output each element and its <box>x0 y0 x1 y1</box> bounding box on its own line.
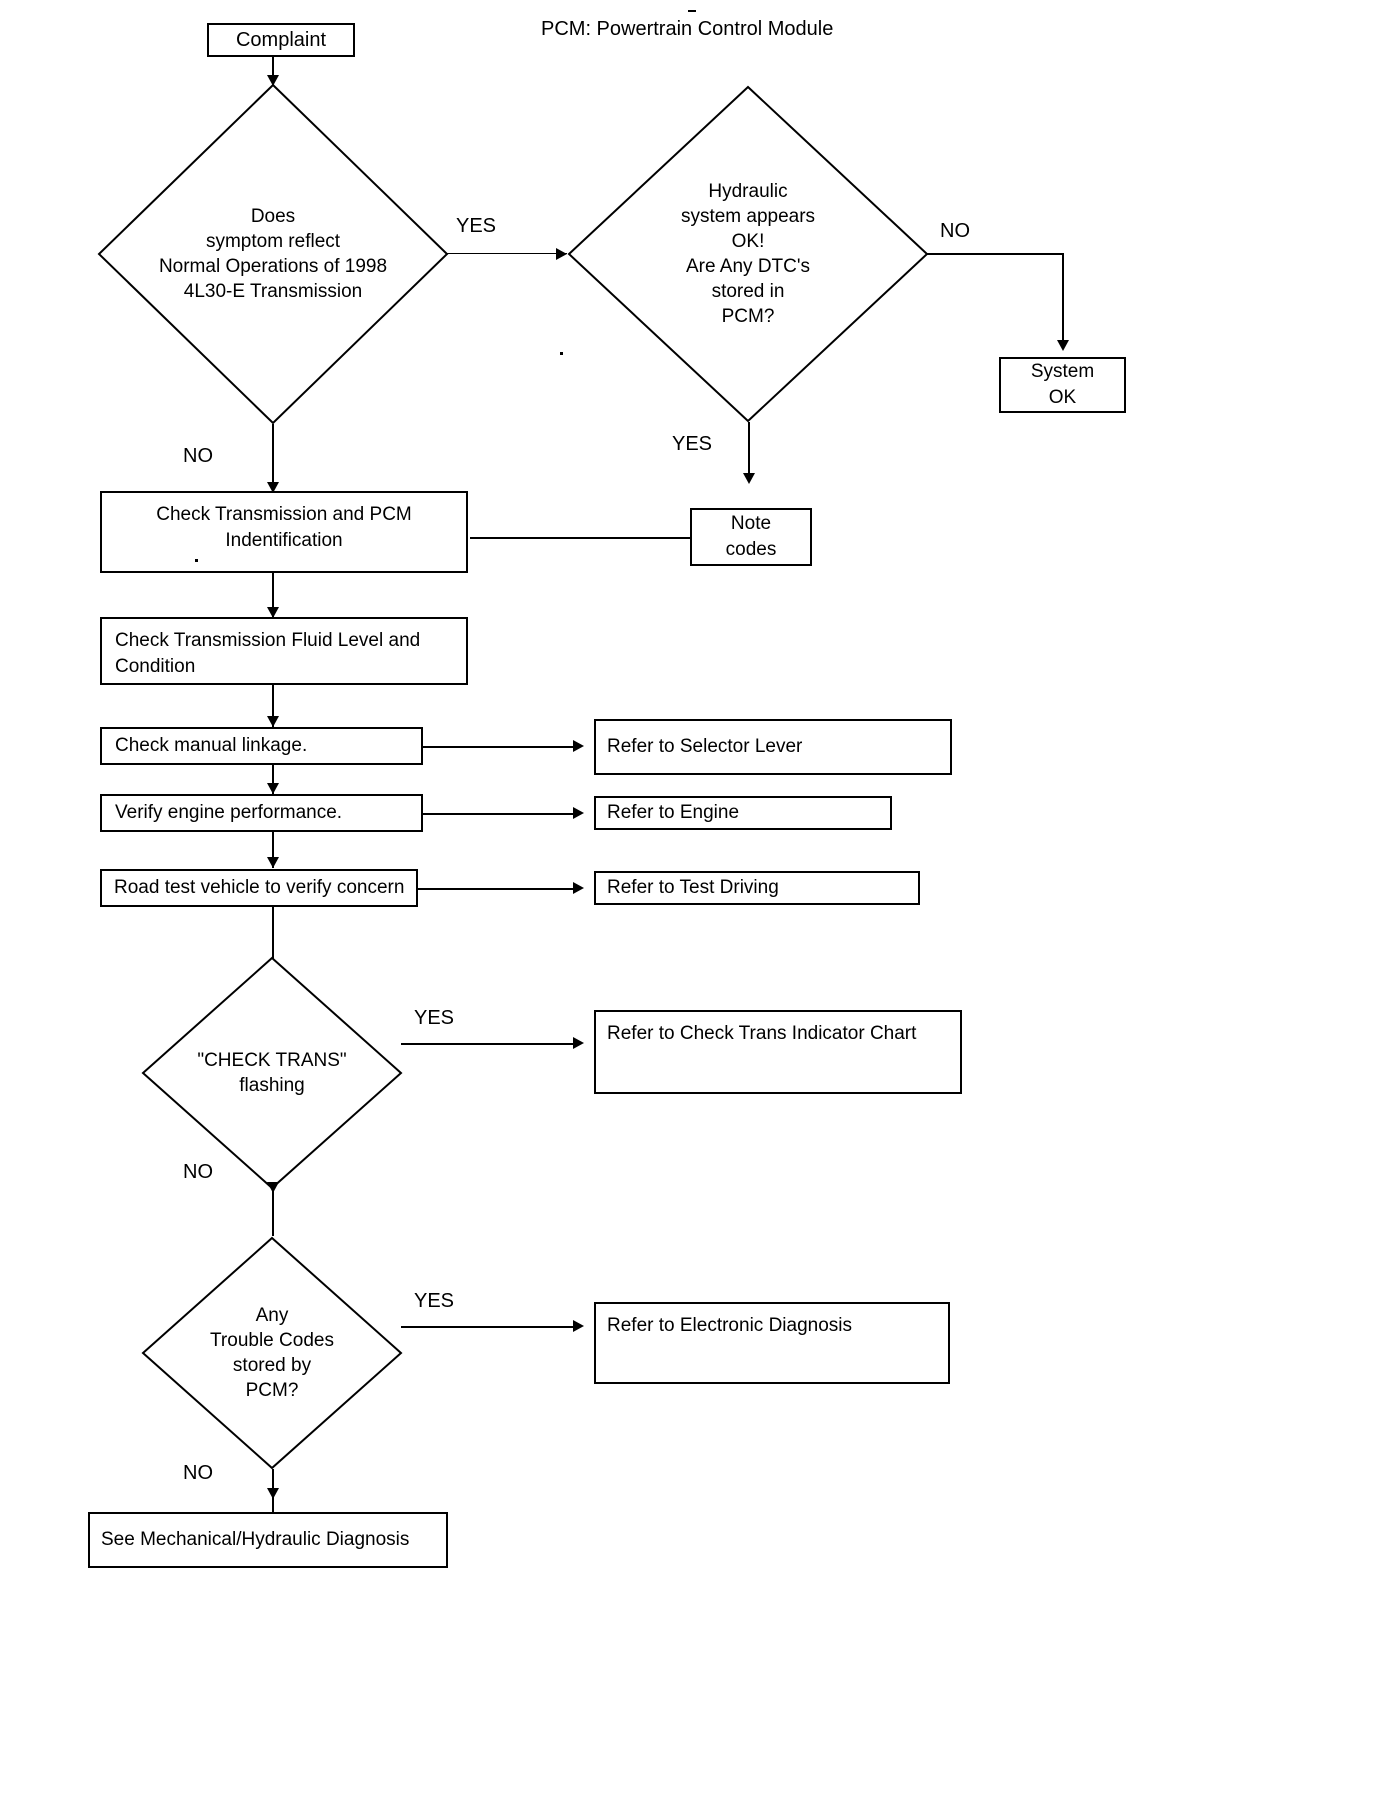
edge-label-no-1: NO <box>183 445 213 467</box>
node-note-codes[interactable]: Note codes <box>690 508 812 566</box>
arrowhead-down-fluid <box>267 607 279 618</box>
node-road-test-vehicle[interactable]: Road test vehicle to verify concern <box>100 869 418 907</box>
node-decision-normal-operations[interactable]: Does symptom reflect Normal Operations o… <box>97 83 449 425</box>
arrowhead-right-electronic-diagnosis <box>573 1320 584 1332</box>
node-verify-engine-performance[interactable]: Verify engine performance. <box>100 794 423 832</box>
connector-decision1-yes <box>447 253 567 254</box>
connector-trouble-codes-yes <box>401 1326 579 1328</box>
diamond-shape-decision2 <box>567 85 929 423</box>
arrowhead-down-note-codes <box>743 473 755 484</box>
arrowhead-down-decision1-no <box>267 482 279 493</box>
node-decision-check-trans-flashing-label: "CHECK TRANS" flashing <box>197 1049 347 1096</box>
arrowhead-down-verify-engine <box>267 783 279 794</box>
arrowhead-down-mech-hyd-diag <box>267 1488 279 1499</box>
diamond-shape-decision4 <box>141 1236 403 1470</box>
node-decision-normal-operations-label: Does symptom reflect Normal Operations o… <box>158 205 388 303</box>
node-refer-engine[interactable]: Refer to Engine <box>594 796 892 830</box>
connector-check-id-to-fluid <box>272 573 274 618</box>
arrowhead-right-selector-lever <box>573 740 584 752</box>
connector-engine-to-refer-engine <box>423 813 579 815</box>
node-check-fluid-level[interactable]: Check Transmission Fluid Level and Condi… <box>100 617 468 685</box>
connector-linkage-to-engine <box>272 765 274 794</box>
diamond-shape-decision1 <box>97 83 449 425</box>
connector-decision2-yes <box>748 422 750 482</box>
connector-engine-to-roadtest <box>272 832 274 868</box>
connector-roadtest-to-test-driving <box>418 888 580 890</box>
scan-speck-2 <box>560 352 563 355</box>
connector-complaint-to-decision1 <box>272 57 274 81</box>
connector-decision1-no <box>272 424 274 492</box>
edge-label-no-2: NO <box>940 220 970 242</box>
arrowhead-down-complaint <box>267 75 279 86</box>
arrowhead-right-test-driving <box>573 882 584 894</box>
edge-label-no-3: NO <box>183 1161 213 1183</box>
node-see-mechanical-hydraulic-diagnosis[interactable]: See Mechanical/Hydraulic Diagnosis <box>88 1512 448 1568</box>
edge-label-yes-2: YES <box>672 433 713 455</box>
connector-check-trans-yes <box>401 1043 579 1045</box>
node-decision-trouble-codes[interactable]: Any Trouble Codes stored by PCM? <box>141 1236 403 1470</box>
node-complaint[interactable]: Complaint <box>207 23 355 57</box>
edge-label-yes-4: YES <box>414 1290 455 1312</box>
legend-pcm-abbreviation: PCM: Powertrain Control Module <box>541 18 834 40</box>
arrowhead-down-trouble-codes <box>267 1182 279 1193</box>
connector-decision2-no-vertical <box>1062 253 1064 349</box>
arrowhead-down-system-ok <box>1057 340 1069 351</box>
node-refer-selector-lever[interactable]: Refer to Selector Lever <box>594 719 952 775</box>
node-system-ok[interactable]: System OK <box>999 357 1126 413</box>
connector-roadtest-to-check-trans <box>272 907 274 992</box>
arrowhead-right-refer-engine <box>573 807 584 819</box>
scan-speck-1 <box>195 559 198 562</box>
node-decision-hydraulic-dtc[interactable]: Hydraulic system appears OK! Are Any DTC… <box>567 85 929 423</box>
edge-label-yes-1: YES <box>456 215 497 237</box>
node-check-manual-linkage[interactable]: Check manual linkage. <box>100 727 423 765</box>
node-decision-check-trans-flashing[interactable]: "CHECK TRANS" flashing <box>141 956 403 1190</box>
node-check-transmission-pcm-identification[interactable]: Check Transmission and PCM Indentificati… <box>100 491 468 573</box>
legend-tick-mark <box>688 10 696 12</box>
edge-label-no-4: NO <box>183 1462 213 1484</box>
arrowhead-right-check-trans-chart <box>573 1037 584 1049</box>
node-decision-hydraulic-dtc-label: Hydraulic system appears OK! Are Any DTC… <box>680 180 816 328</box>
edge-label-yes-3: YES <box>414 1007 455 1029</box>
node-refer-check-trans-indicator-chart[interactable]: Refer to Check Trans Indicator Chart <box>594 1010 962 1094</box>
connector-fluid-to-linkage <box>272 685 274 727</box>
connector-decision2-no-horizontal <box>927 253 1064 255</box>
connector-check-trans-no-2 <box>272 1196 274 1236</box>
arrowhead-down-roadtest <box>267 857 279 868</box>
arrowhead-right-decision1-yes <box>556 248 567 260</box>
node-refer-test-driving[interactable]: Refer to Test Driving <box>594 871 920 905</box>
arrowhead-down-linkage <box>267 716 279 727</box>
node-refer-electronic-diagnosis[interactable]: Refer to Electronic Diagnosis <box>594 1302 950 1384</box>
connector-note-codes-to-check-id <box>470 537 692 539</box>
connector-linkage-to-selector-lever <box>423 746 579 748</box>
node-decision-trouble-codes-label: Any Trouble Codes stored by PCM? <box>210 1304 334 1402</box>
